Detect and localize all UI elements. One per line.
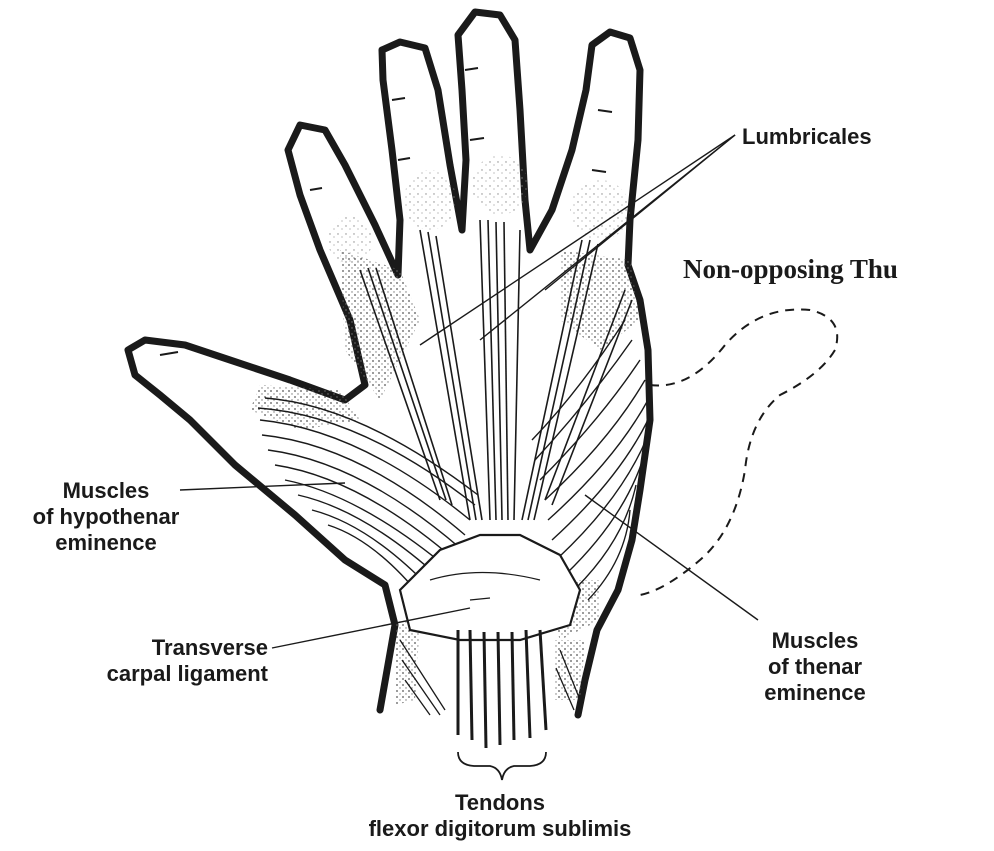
- transverse-carpal-label: Transverse carpal ligament: [78, 635, 268, 687]
- non-opposing-thumb-outline: [640, 309, 837, 595]
- non-opposing-thumb-label: Non-opposing Thu: [683, 254, 989, 285]
- lumbricales-label: Lumbricales: [742, 124, 872, 150]
- thenar-label: Muscles of thenar eminence: [735, 628, 895, 706]
- tendons-brace: [458, 752, 546, 780]
- tendons-label: Tendons flexor digitorum sublimis: [300, 790, 700, 842]
- hypothenar-label: Muscles of hypothenar eminence: [28, 478, 184, 556]
